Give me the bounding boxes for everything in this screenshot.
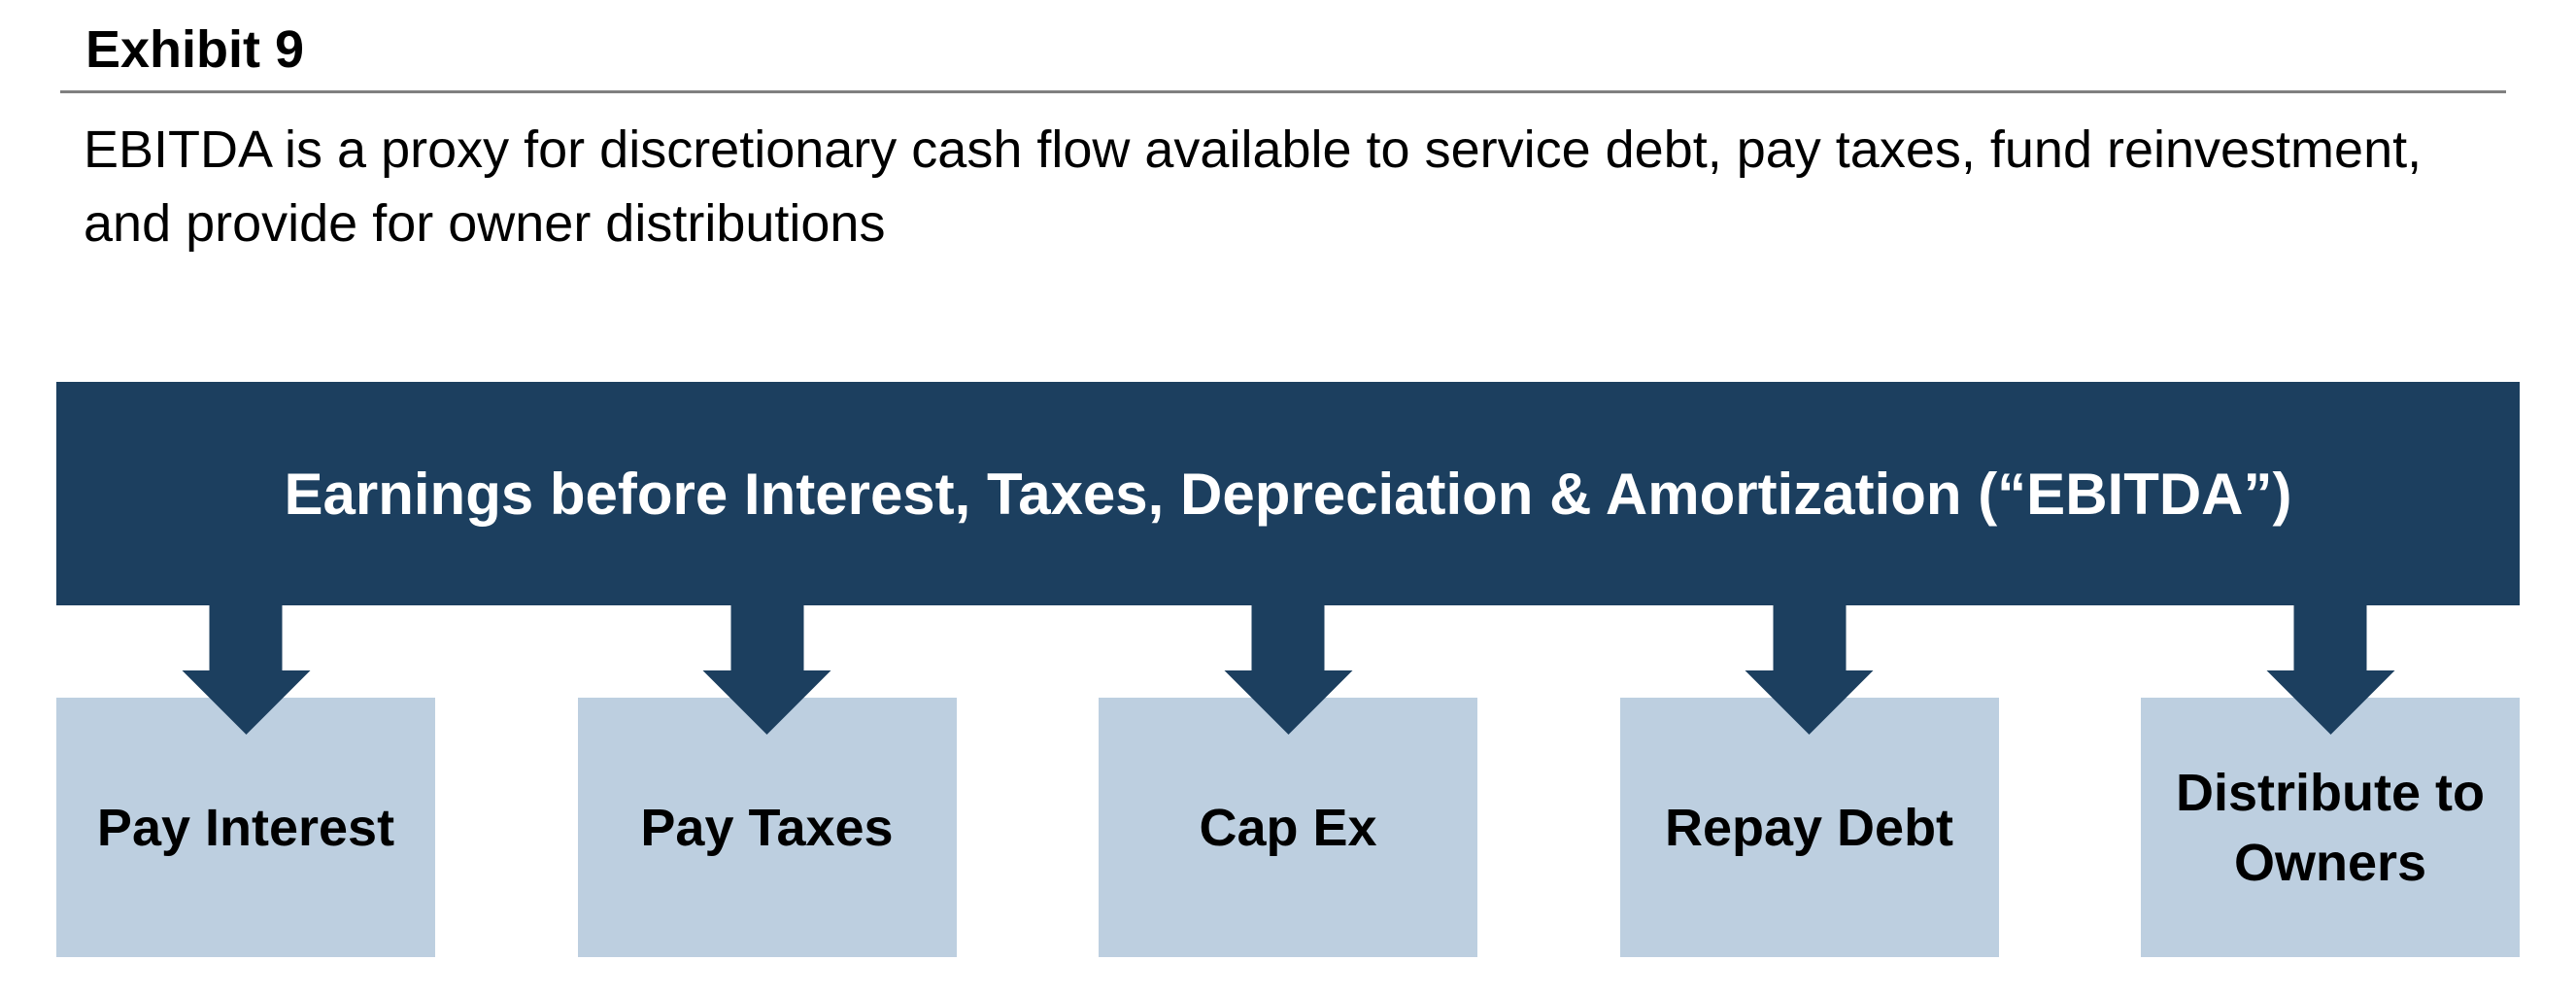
arrow-stem xyxy=(2293,605,2367,670)
arrow-stem xyxy=(730,605,803,670)
box-wrap-distribute-to-owners: Distribute to Owners xyxy=(2141,605,2520,957)
box-pay-taxes: Pay Taxes xyxy=(577,698,957,957)
arrow-stem xyxy=(1773,605,1846,670)
exhibit-title: Exhibit 9 xyxy=(85,20,305,79)
arrow-stem xyxy=(1251,605,1325,670)
ebitda-banner: Earnings before Interest, Taxes, Depreci… xyxy=(56,382,2520,605)
box-cap-ex: Cap Ex xyxy=(1099,698,1477,957)
exhibit-subtitle: EBITDA is a proxy for discretionary cash… xyxy=(84,113,2422,260)
box-distribute-to-owners: Distribute to Owners xyxy=(2141,698,2520,957)
box-pay-interest: Pay Interest xyxy=(56,698,435,957)
subtitle-line-1: EBITDA is a proxy for discretionary cash… xyxy=(84,120,2423,179)
box-wrap-pay-interest: Pay Interest xyxy=(56,605,435,957)
arrow-stem xyxy=(209,605,283,670)
box-repay-debt: Repay Debt xyxy=(1619,698,1999,957)
box-wrap-cap-ex: Cap Ex xyxy=(1099,605,1477,957)
cash-use-boxes-row: Pay Interest Pay Taxes Cap Ex Repay Debt xyxy=(56,605,2520,957)
header-divider-rule xyxy=(60,90,2506,93)
box-wrap-pay-taxes: Pay Taxes xyxy=(577,605,957,957)
box-wrap-repay-debt: Repay Debt xyxy=(1619,605,1999,957)
ebitda-flow-diagram: Earnings before Interest, Taxes, Depreci… xyxy=(56,382,2520,957)
ebitda-banner-label: Earnings before Interest, Taxes, Depreci… xyxy=(284,461,2292,527)
subtitle-line-2: and provide for owner distributions xyxy=(84,194,886,253)
